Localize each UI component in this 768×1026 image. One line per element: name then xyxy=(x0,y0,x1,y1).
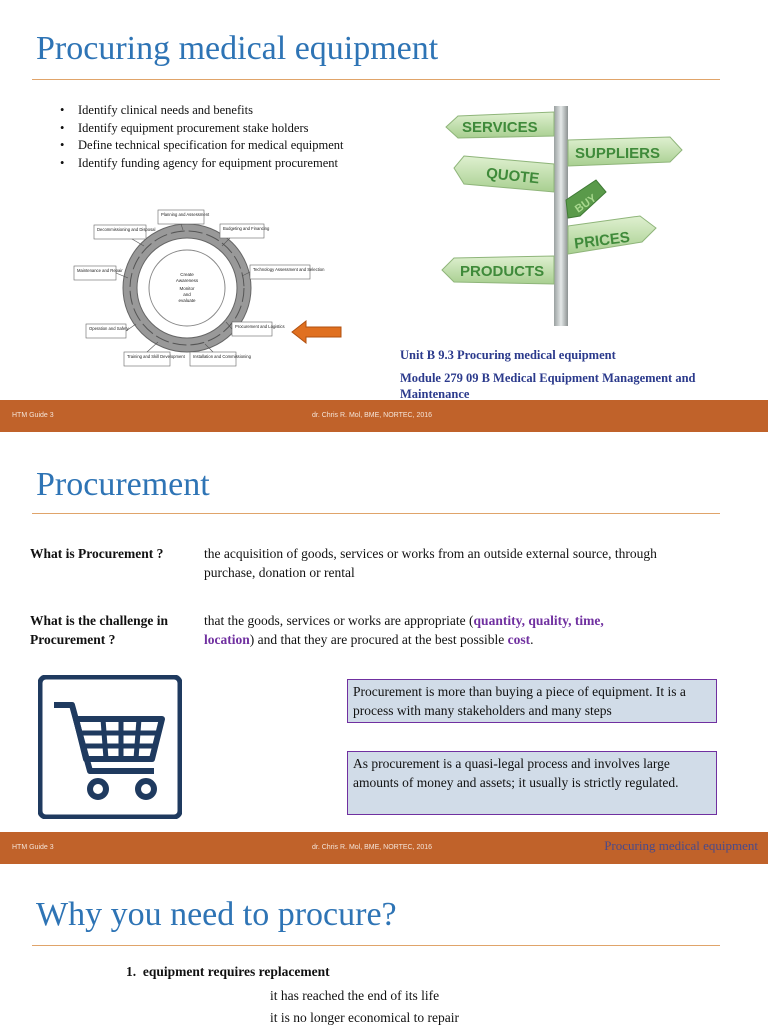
reason-text: equipment requires replacement xyxy=(142,964,330,979)
cycle-center-label: Awareness xyxy=(176,278,199,283)
signpost-image: SERVICES SUPPLIERS QUOTE BUY PRICES PROD… xyxy=(441,106,683,326)
info-box-regulated: As procurement is a quasi-legal process … xyxy=(347,751,717,815)
bullet-item: Identify equipment procurement stake hol… xyxy=(58,120,344,138)
slide-footer: HTM Guide 3 dr. Chris R. Mol, BME, NORTE… xyxy=(0,400,768,432)
sign-label: SUPPLIERS xyxy=(575,145,660,162)
bullet-item: Identify funding agency for equipment pr… xyxy=(58,155,344,173)
slide-title: Procuring medical equipment xyxy=(36,30,439,67)
slide-procuring-medical-equipment: Procuring medical equipment Identify cli… xyxy=(0,0,768,432)
cycle-stage-label: Maintenance and Repair xyxy=(77,268,123,273)
slide-title: Why you need to procure? xyxy=(36,896,397,933)
highlight-text: cost xyxy=(507,632,531,647)
cycle-stage-label: Training and Skill Development xyxy=(127,354,186,359)
question-challenge: What is the challenge in Procurement ? xyxy=(30,613,169,647)
title-divider xyxy=(32,513,720,514)
bullet-list: Identify clinical needs and benefits Ide… xyxy=(58,102,344,172)
footer-left: HTM Guide 3 xyxy=(12,844,54,851)
answer-text: . xyxy=(530,632,534,647)
cycle-stage-label: Planning and Assessment xyxy=(161,212,210,217)
answer-challenge: that the goods, services or works are ap… xyxy=(204,611,654,649)
module-label: Module 279 09 B Medical Equipment Manage… xyxy=(400,371,696,401)
sign-label: SERVICES xyxy=(462,119,538,136)
cycle-center-label: evaluate xyxy=(178,298,196,303)
unit-label: Unit B 9.3 Procuring medical equipment xyxy=(400,348,616,362)
cycle-stage-label: Technology Assessment and Selection xyxy=(253,267,325,272)
sign-label: PRODUCTS xyxy=(460,263,544,280)
footer-center: dr. Chris R. Mol, BME, NORTEC, 2016 xyxy=(312,844,433,851)
highlight-text: quantity, quality, time, location xyxy=(204,613,604,647)
reason-item: 1. equipment requires replacement xyxy=(126,964,330,980)
shopping-cart-icon xyxy=(38,675,182,819)
title-divider xyxy=(32,945,720,946)
slide-why-procure: Why you need to procure? xyxy=(0,864,768,1024)
cycle-center-label: Monitor xyxy=(179,286,195,291)
equipment-lifecycle-diagram: Create Awareness Monitor and evaluate Pl… xyxy=(73,209,325,367)
cycle-stage-label: Operation and Safety xyxy=(89,326,129,331)
arrow-icon xyxy=(291,319,342,345)
footer-center: dr. Chris R. Mol, BME, NORTEC, 2016 xyxy=(312,412,433,419)
question-what-is-procurement: What is Procurement ? xyxy=(30,546,164,561)
reason-number: 1. xyxy=(126,964,137,979)
slide-procurement: Procurement What is Procurement ? the ac… xyxy=(0,432,768,864)
cycle-stage-label: Budgeting and Financing xyxy=(223,226,270,231)
footer-right: Procuring medical equipment xyxy=(604,838,758,853)
info-box-process: Procurement is more than buying a piece … xyxy=(347,679,717,723)
reason-subitem: it is no longer economical to repair xyxy=(270,1010,459,1025)
sign-label: QUOTE xyxy=(485,165,540,187)
answer-text: that the goods, services or works are ap… xyxy=(204,613,474,628)
title-divider xyxy=(32,79,720,80)
cycle-center-label: Create xyxy=(180,272,194,277)
slide-title: Procurement xyxy=(36,466,210,503)
sign-label: PRICES xyxy=(573,229,631,253)
cycle-center-label: and xyxy=(183,292,191,297)
bullet-item: Define technical specification for medic… xyxy=(58,137,344,155)
answer-text: ) and that they are procured at the best… xyxy=(249,632,508,647)
cycle-stage-label: Decommissioning and Disposal xyxy=(97,227,155,232)
reason-subitem: it has reached the end of its life xyxy=(270,988,440,1003)
footer-left: HTM Guide 3 xyxy=(12,412,54,419)
answer-what-is-procurement: the acquisition of goods, services or wo… xyxy=(204,546,657,580)
slide-footer: HTM Guide 3 dr. Chris R. Mol, BME, NORTE… xyxy=(0,832,768,864)
bullet-item: Identify clinical needs and benefits xyxy=(58,102,344,120)
cycle-stage-label: Procurement and Logistics xyxy=(235,324,285,329)
cycle-stage-label: Installation and Commissioning xyxy=(193,354,252,359)
